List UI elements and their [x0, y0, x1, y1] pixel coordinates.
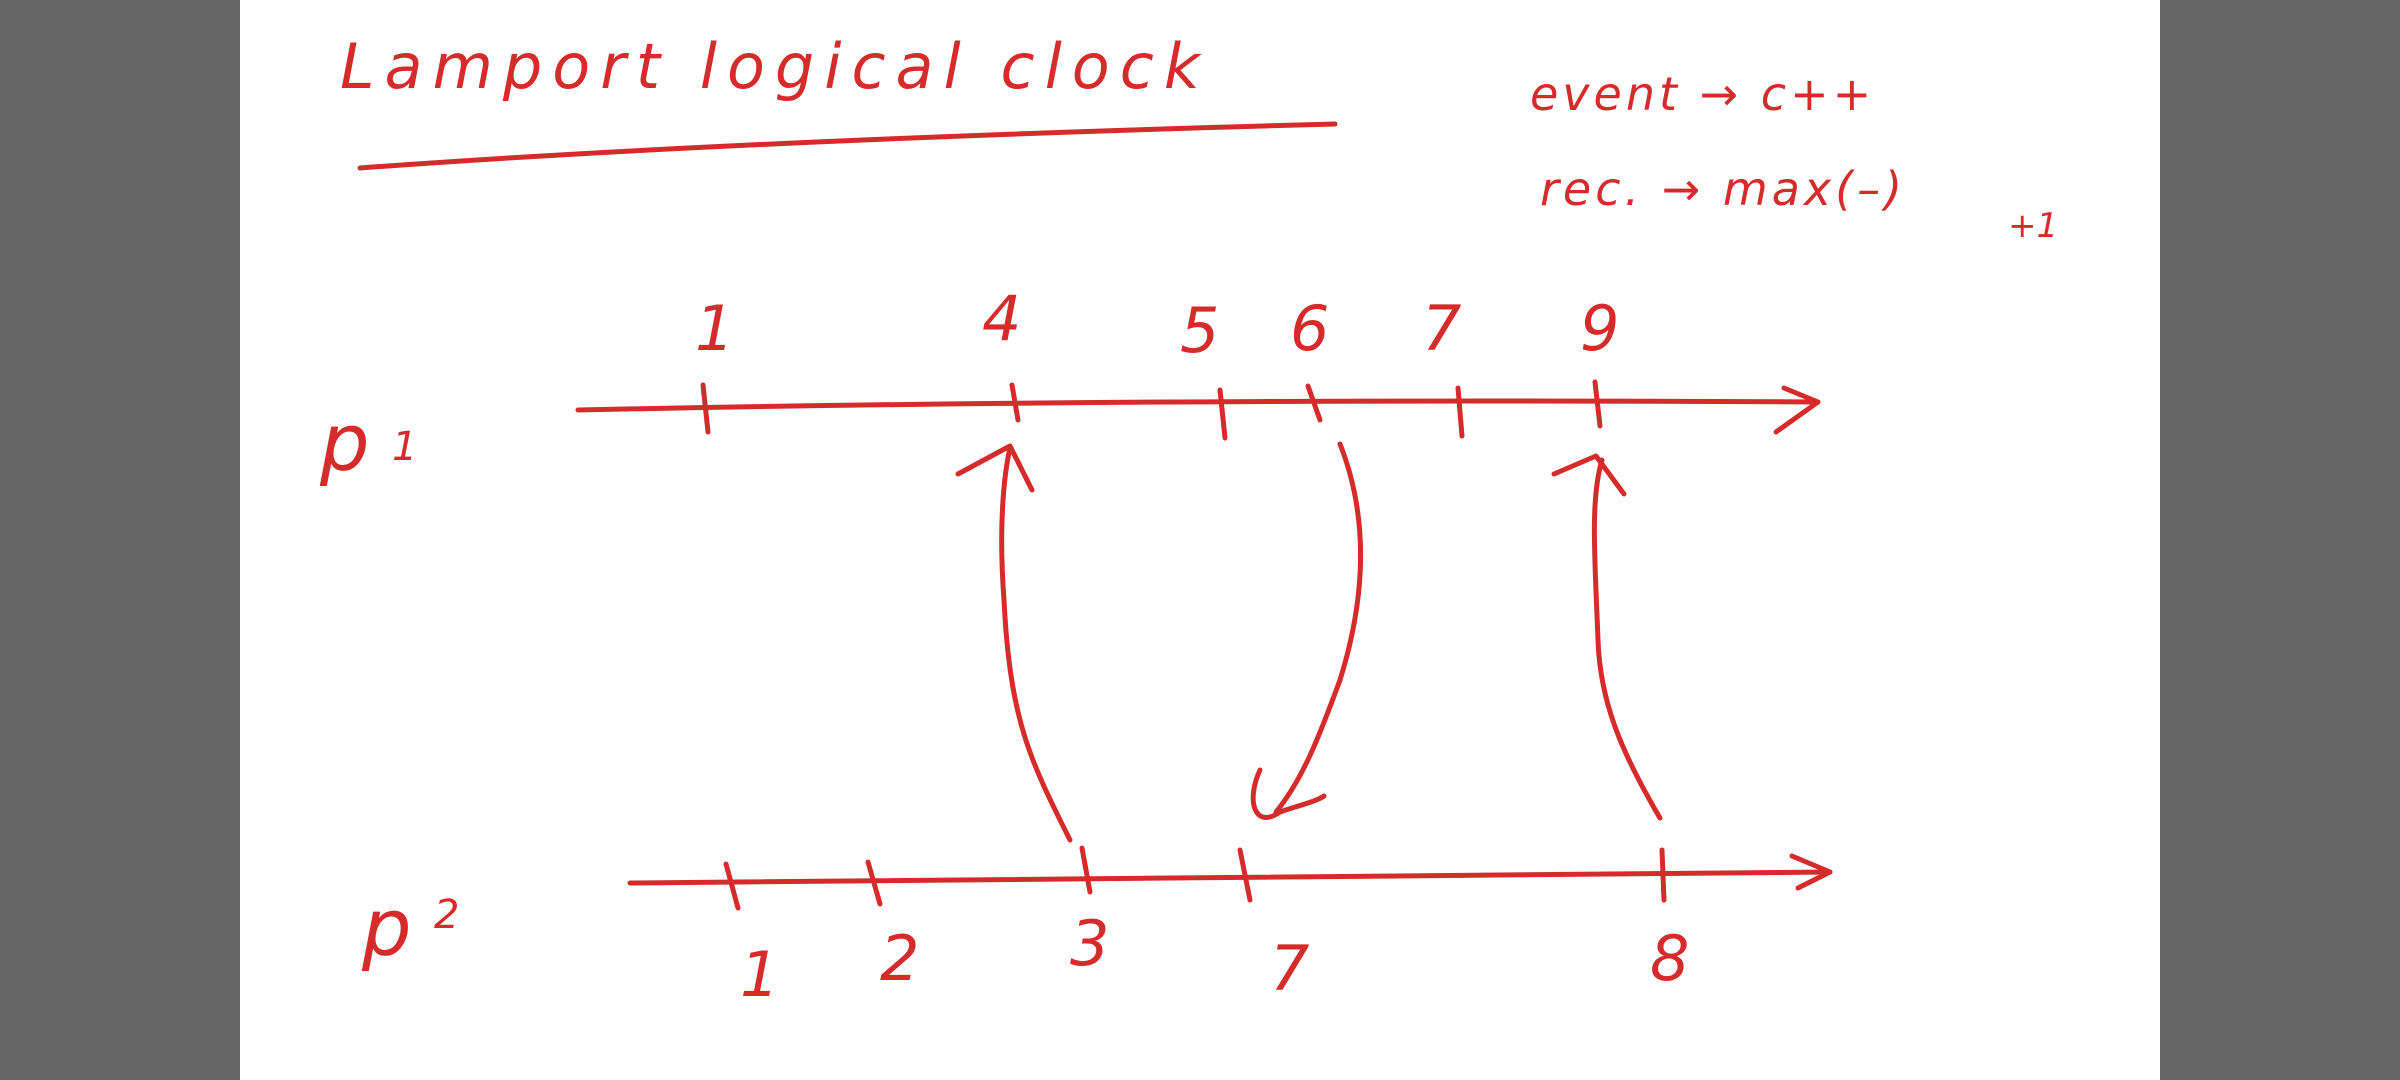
- p1-tick: [1217, 387, 1228, 441]
- title: Lamport logical clock: [340, 30, 1210, 103]
- p2-tick: [723, 861, 741, 911]
- p2-tick: [1659, 847, 1667, 903]
- process-p1-label: p 1: [319, 399, 417, 489]
- p1-tick: [1009, 382, 1021, 423]
- p1-tick: [1305, 383, 1323, 423]
- p2-arrowhead: [1789, 853, 1833, 891]
- p2-timestamp: 7: [1270, 932, 1309, 1005]
- process-p1-subscript: 1: [392, 424, 417, 470]
- message-arrowhead: [1250, 767, 1327, 820]
- p2-timeline: [627, 869, 1833, 886]
- p2-tick: [865, 859, 883, 907]
- p1-tick: [1455, 385, 1465, 439]
- rule-receive-plus-one: +1: [2008, 206, 2058, 246]
- title-underline: [357, 121, 1338, 171]
- p2-timestamp: 8: [1650, 922, 1689, 995]
- process-p2-letter: p: [361, 884, 412, 974]
- message-arrow-p2-to-p1: [1591, 457, 1663, 821]
- p1-timestamp: 1: [695, 292, 734, 365]
- p2-timestamp: 3: [1070, 907, 1109, 980]
- p1-ticks: [700, 379, 1603, 441]
- p2-tick: [1079, 845, 1093, 895]
- p2-timestamp: 2: [880, 922, 919, 995]
- p1-timestamp: 5: [1180, 294, 1219, 367]
- p2-ticks: [723, 845, 1667, 911]
- rule-event: event → c++: [1530, 67, 1875, 121]
- p1-timeline: [575, 398, 1821, 413]
- p1-timestamp: 6: [1290, 292, 1329, 365]
- process-p2-label: p 2: [361, 884, 459, 974]
- message-arrows: [955, 441, 1663, 843]
- process-p1-letter: p: [319, 399, 370, 489]
- p1-timestamp: 4: [982, 282, 1021, 355]
- rule-receive: rec. → max(–): [1540, 162, 1906, 216]
- message-arrowhead: [1551, 453, 1627, 497]
- p1-tick: [1592, 379, 1603, 429]
- p2-timestamp: 1: [740, 938, 779, 1011]
- process-p2-subscript: 2: [434, 892, 459, 938]
- lamport-diagram: .ink { stroke: #d62b2b; } .ink-fill { fi…: [319, 30, 2058, 1011]
- message-arrowhead: [955, 443, 1035, 493]
- p1-timestamp: 7: [1422, 292, 1461, 365]
- p2-timestamps: 1 2 3 7 8: [740, 907, 1689, 1011]
- p1-arrowhead: [1773, 385, 1821, 435]
- p1-timestamp: 9: [1580, 292, 1619, 365]
- message-arrow-p1-to-p2: [1273, 441, 1364, 815]
- p2-tick: [1237, 847, 1253, 903]
- p1-tick: [700, 382, 711, 435]
- whiteboard: .ink { stroke: #d62b2b; } .ink-fill { fi…: [240, 0, 2160, 1080]
- message-arrow-p2-to-p1: [999, 445, 1073, 843]
- p1-timestamps: 1 4 5 6 7 9: [695, 282, 1619, 367]
